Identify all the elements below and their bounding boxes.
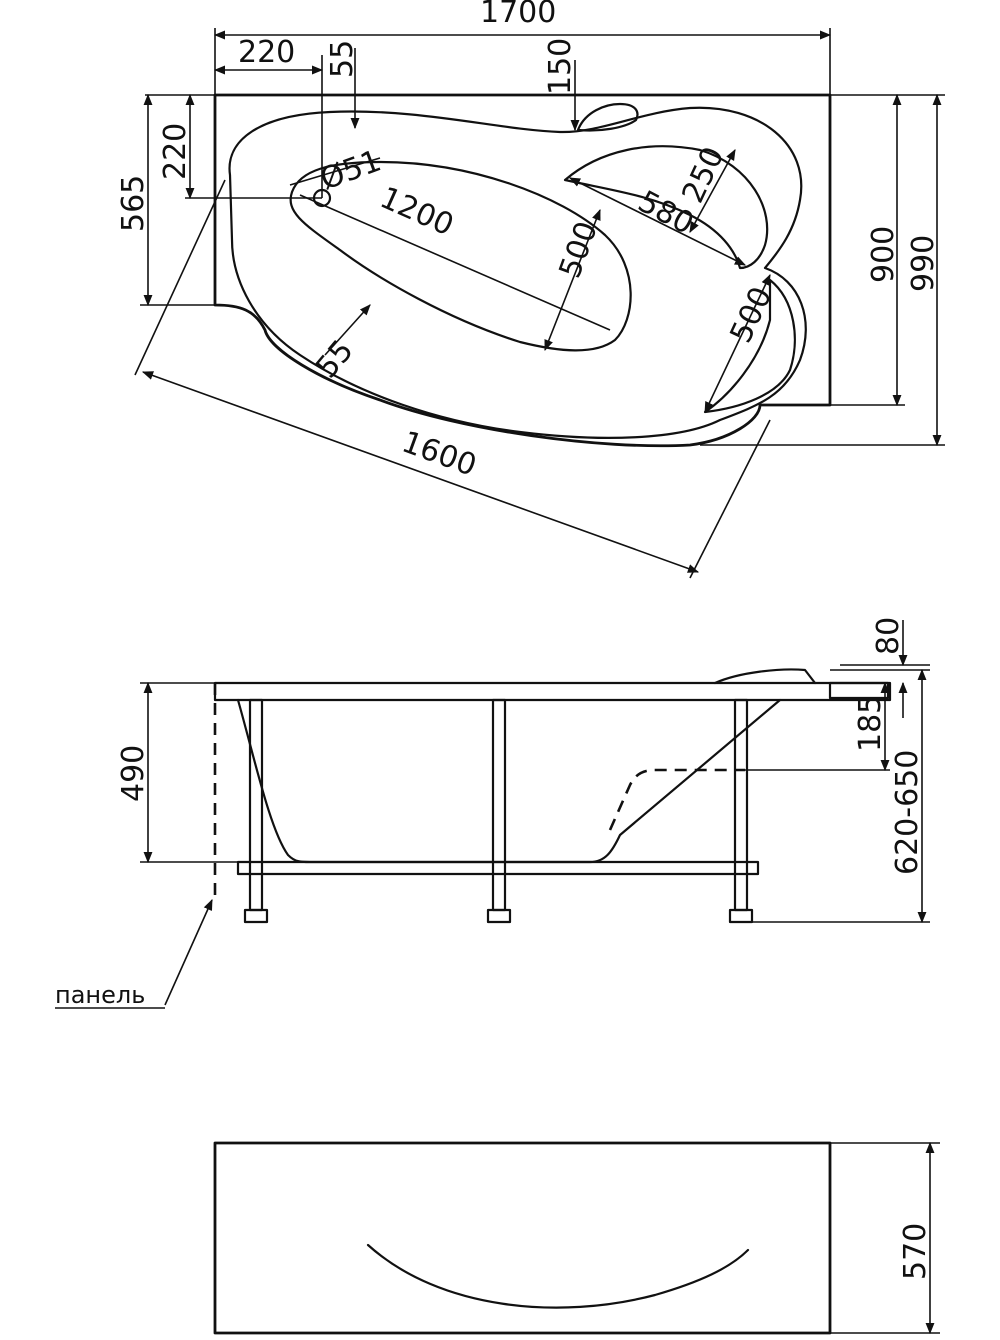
dim-220-y: 220 [158,123,193,180]
top-view: 1700 220 55 150 220 565 Ø51 1200 500 250… [116,0,945,579]
tub-outer-contour [213,93,832,448]
label-panel: панель [55,981,145,1009]
dim-80: 80 [871,617,906,655]
dim-900: 900 [866,226,901,283]
dim-500-inner: 500 [553,217,605,283]
dim-1600: 1600 [397,425,481,484]
tub-bowl-side [236,698,782,864]
panel-arc [366,1243,750,1309]
tub-inner-bowl [289,160,632,352]
dim-565: 565 [116,175,151,232]
foot-left [243,908,269,924]
side-view: панель 490 80 185 620-650 [55,617,930,1009]
foot-right [728,908,754,924]
foot-mid [486,908,512,924]
dim-55-rim: 55 [309,333,360,385]
dim-220-x: 220 [238,35,295,70]
headrest-pillow [576,102,639,132]
headrest-side [713,668,817,685]
dim-55-top: 55 [325,40,360,78]
dim-490: 490 [116,745,151,802]
dim-620-650: 620-650 [890,750,925,875]
tub-rim-side [213,681,892,702]
frame-rail [236,860,760,876]
dim-185: 185 [853,695,888,752]
front-panel [213,1141,832,1335]
dim-1200: 1200 [375,180,459,243]
dim-570: 570 [898,1223,933,1280]
dim-1700: 1700 [480,0,556,30]
dim-990: 990 [906,235,941,292]
panel-view: 570 [213,1141,940,1335]
seat-dashed [608,768,745,831]
dim-250: 250 [676,142,732,209]
dim-150: 150 [543,38,578,95]
dim-dia51: Ø51 [316,143,386,197]
